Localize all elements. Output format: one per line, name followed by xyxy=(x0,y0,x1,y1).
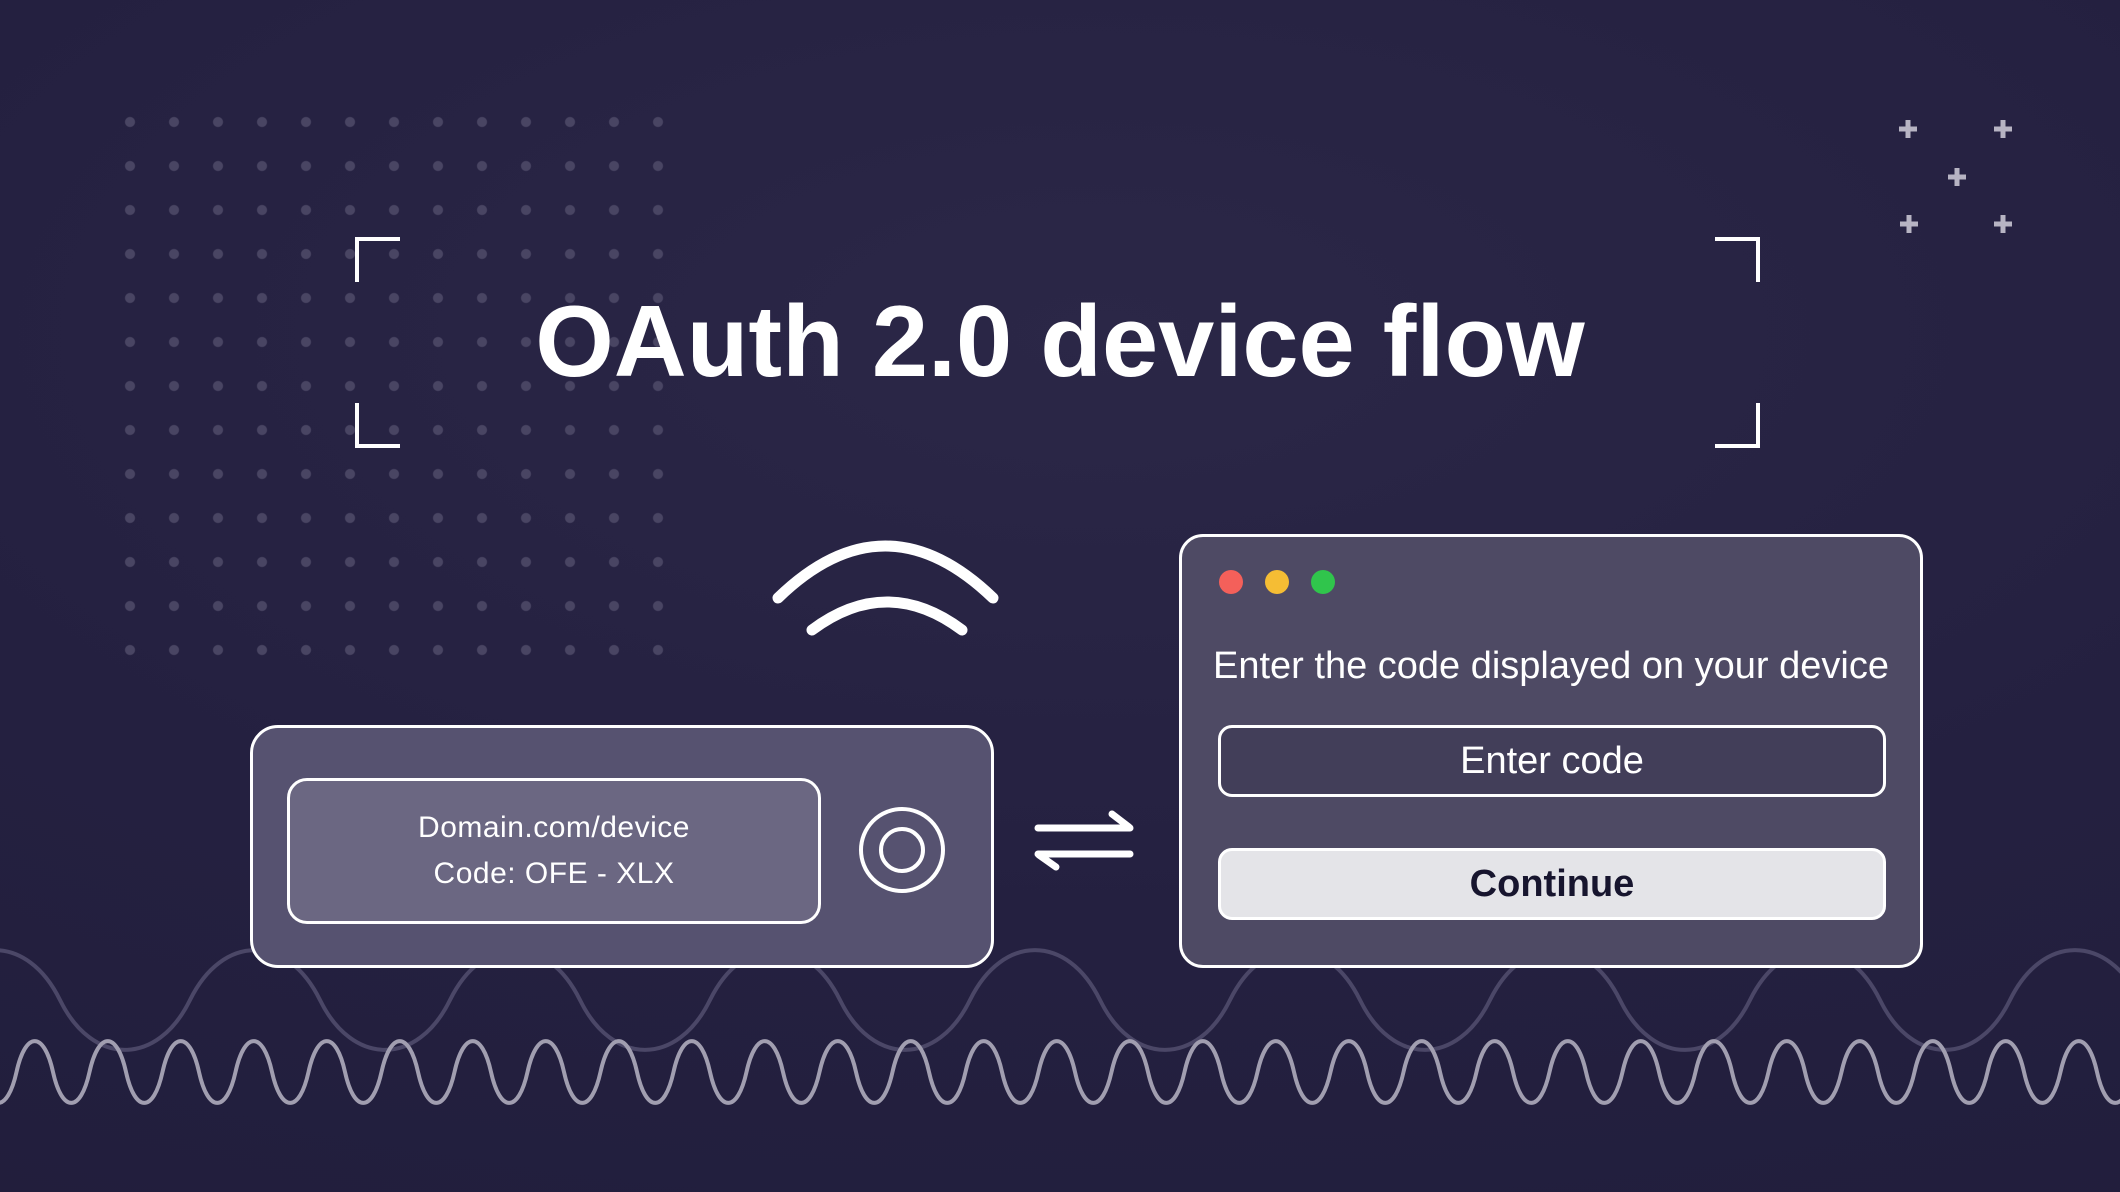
traffic-light-yellow[interactable] xyxy=(1265,570,1289,594)
plus-icon xyxy=(1899,120,1917,138)
arrow-right-head xyxy=(1108,810,1133,831)
continue-button[interactable]: Continue xyxy=(1218,848,1886,920)
bracket-corner-bottom-left xyxy=(355,403,400,448)
auth-window: Enter the code displayed on your device … xyxy=(1179,534,1923,968)
frame-bracket-left xyxy=(355,237,400,448)
wifi-arc-inner xyxy=(806,596,968,636)
code-input[interactable] xyxy=(1218,725,1886,797)
device-panel: Domain.com/device Code: OFE - XLX xyxy=(250,725,994,968)
dot-grid-pattern xyxy=(108,100,680,672)
device-screen-code: Code: OFE - XLX xyxy=(433,857,675,890)
plus-decorations xyxy=(1899,120,2012,233)
wifi-signal-icon xyxy=(772,540,999,636)
arrow-left-head xyxy=(1035,851,1060,871)
plus-icon xyxy=(1900,215,1918,233)
page-title: OAuth 2.0 device flow xyxy=(535,286,1585,398)
slow-wave-line xyxy=(0,948,2120,1052)
frame-bracket-right xyxy=(1715,237,1760,448)
traffic-light-red[interactable] xyxy=(1219,570,1243,594)
fast-wave-line xyxy=(0,1039,2120,1105)
record-button-inner-ring xyxy=(879,827,925,873)
auth-heading: Enter the code displayed on your device xyxy=(1213,645,1889,687)
bracket-corner-bottom-right xyxy=(1715,403,1760,448)
device-screen-url: Domain.com/device xyxy=(418,811,690,844)
plus-icon xyxy=(1948,168,1966,186)
device-screen: Domain.com/device Code: OFE - XLX xyxy=(287,778,821,924)
bracket-corner-top-left xyxy=(355,237,400,282)
transfer-arrows-icon xyxy=(1034,810,1134,871)
plus-icon xyxy=(1994,215,2012,233)
plus-icon xyxy=(1994,120,2012,138)
record-button-icon[interactable] xyxy=(859,807,945,893)
traffic-light-green[interactable] xyxy=(1311,570,1335,594)
bracket-corner-top-right xyxy=(1715,237,1760,282)
wifi-arc-outer xyxy=(772,540,999,604)
